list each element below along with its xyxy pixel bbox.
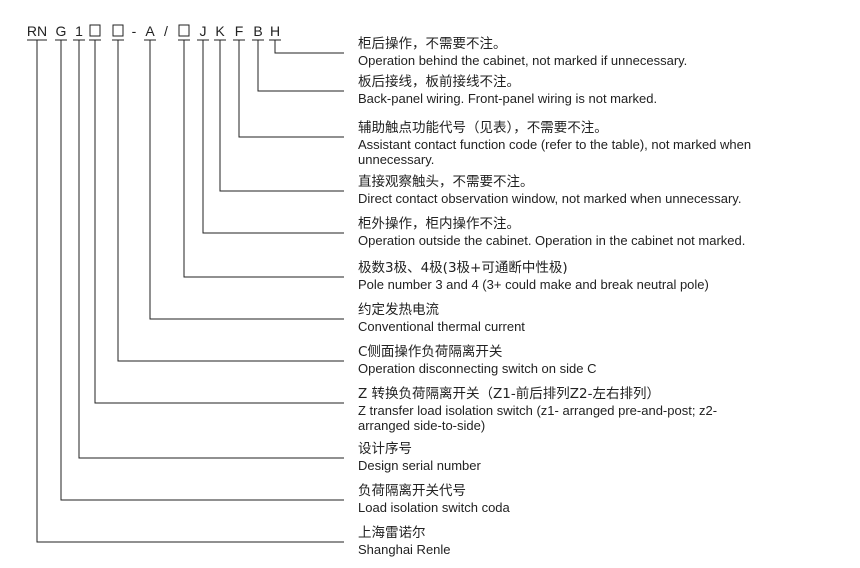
code-letter: 1 [75,23,83,39]
leader-line [219,40,344,192]
annotation-item: 辅助触点功能代号（见表），不需要不注。Assistant contact fun… [358,120,751,167]
annotation-item: 柜外操作，柜内操作不注。Operation outside the cabine… [358,216,745,248]
code-letter: G [56,23,67,39]
annotation-en: Back-panel wiring. Front-panel wiring is… [358,91,657,106]
leader-line [202,40,344,234]
annotation-en: Direct contact observation window, not m… [358,191,741,206]
leader-line [36,40,344,543]
annotation-en: Operation disconnecting switch on side C [358,361,596,376]
leader-line [238,40,344,138]
code-segment: - [132,23,137,39]
annotation-item: 板后接线，板前接线不注。Back-panel wiring. Front-pan… [358,73,657,106]
code-segment [112,24,124,41]
annotation-en: Assistant contact function code (refer t… [358,137,751,152]
annotation-list: 柜后操作，不需要不注。Operation behind the cabinet,… [358,36,751,557]
code-letter: J [200,23,207,39]
code-segment: G [55,23,67,41]
annotation-zh: 极数3极、4极(3极+可通断中性极) [358,260,568,276]
code-segment [89,24,101,41]
annotation-item: 柜后操作，不需要不注。Operation behind the cabinet,… [358,36,687,68]
code-letter: F [235,23,244,39]
code-letter: RN [27,23,47,39]
annotation-en: Design serial number [358,458,482,473]
annotation-item: 极数3极、4极(3极+可通断中性极)Pole number 3 and 4 (3… [358,260,709,292]
code-segment: J [197,23,209,41]
annotation-item: Z 转换负荷隔离开关（Z1-前后排列Z2-左右排列）Z transfer loa… [358,385,717,433]
code-letter: / [164,23,168,39]
annotation-item: 直接观察触头，不需要不注。Direct contact observation … [358,173,741,206]
placeholder-box [178,24,190,37]
leader-line [78,40,344,459]
code-segment: B [252,23,264,41]
annotation-zh: 柜外操作，柜内操作不注。 [358,216,520,232]
annotation-en: Pole number 3 and 4 (3+ could make and b… [358,277,709,292]
leader-line [60,40,344,501]
annotation-en: Z transfer load isolation switch (z1- ar… [358,403,717,418]
leader-line [257,40,344,92]
code-letter: A [145,23,155,39]
code-segment [178,24,190,41]
code-segment: K [214,23,226,41]
leader-lines [36,40,344,543]
annotation-zh: 上海雷诺尔 [358,525,426,541]
code-segment: A [144,23,156,41]
annotation-en: arranged side-to-side) [358,418,485,433]
annotation-en: Operation behind the cabinet, not marked… [358,53,687,68]
code-segment: H [269,23,281,41]
code-segment: / [164,23,168,39]
code-segment: RN [27,23,47,41]
code-letter: B [253,23,262,39]
leader-line [149,40,344,320]
annotation-en: Conventional thermal current [358,319,525,334]
code-letter: K [215,23,225,39]
annotation-zh: 设计序号 [358,441,412,457]
leader-line [94,40,344,404]
annotation-zh: 辅助触点功能代号（见表），不需要不注。 [358,120,608,136]
code-segment: F [233,23,245,41]
code-segment: 1 [73,23,85,41]
placeholder-box [112,24,124,37]
annotation-zh: 约定发热电流 [358,302,439,318]
annotation-en: Operation outside the cabinet. Operation… [358,233,745,248]
placeholder-box [89,24,101,37]
leader-line [274,40,344,54]
leader-line [183,40,344,278]
code-letter: H [270,23,280,39]
code-letter: - [132,23,137,39]
leader-line [117,40,344,362]
annotation-zh: 负荷隔离开关代号 [358,482,466,499]
annotation-zh: 板后接线，板前接线不注。 [358,73,520,90]
annotation-en: Load isolation switch coda [358,500,511,515]
annotation-zh: Z 转换负荷隔离开关（Z1-前后排列Z2-左右排列） [358,385,660,402]
annotation-zh: 直接观察触头，不需要不注。 [358,173,534,190]
annotation-en: Shanghai Renle [358,542,451,557]
annotation-en: unnecessary. [358,152,434,167]
annotation-zh: 柜后操作，不需要不注。 [358,36,507,52]
annotation-zh: C侧面操作负荷隔离开关 [358,343,502,360]
